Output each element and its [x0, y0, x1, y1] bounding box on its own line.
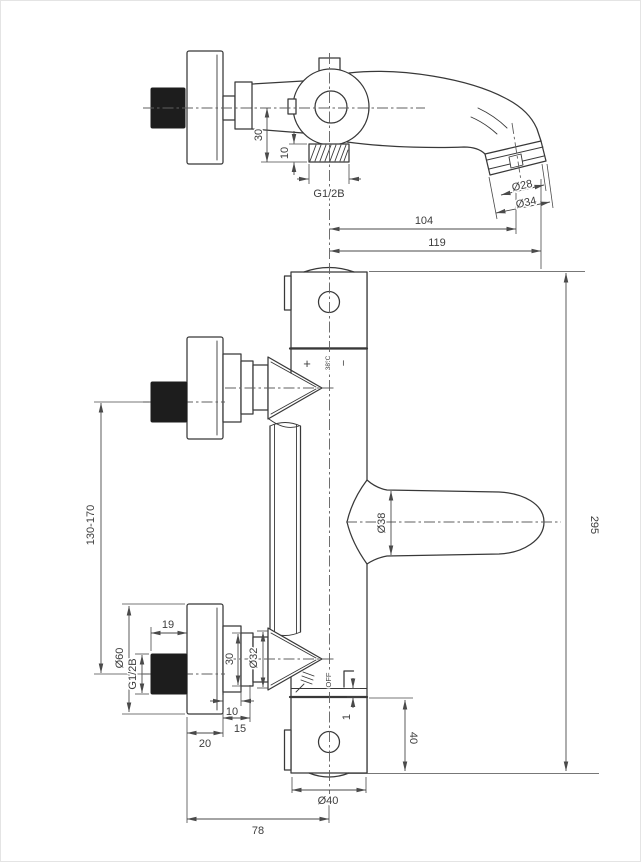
upper-union: [186, 336, 323, 440]
inlet-thread-lower: [150, 653, 188, 695]
inlet-thread-upper: [150, 381, 188, 423]
dimension-lines: [98, 107, 569, 822]
dim-label-130-170: 130-170: [85, 505, 97, 545]
aerator-nub: [508, 153, 524, 169]
shower-outlet-port: [317, 730, 341, 754]
handle-markings: + 38°C − OFF: [295, 354, 355, 693]
valve-body-top: [251, 57, 370, 146]
spout-top: [346, 70, 547, 176]
dim-label-295: 295: [588, 516, 600, 534]
neck-top-edge: [251, 80, 304, 85]
dim-label-10-lower: 10: [226, 706, 238, 718]
cap-dome: [303, 266, 355, 273]
top-cap-block: [283, 266, 369, 350]
riser-pipe: [269, 422, 302, 636]
dim-label-30-lower: 30: [224, 653, 236, 665]
wall-flange-top: [186, 50, 224, 165]
top-view: [150, 50, 547, 176]
outlet-thread-top: [308, 143, 350, 163]
cartridge-inner: [314, 90, 348, 124]
dim-label-g12b-lower: G1/2B: [127, 658, 139, 689]
neck-bottom-edge: [251, 128, 304, 134]
shower-icon: [295, 671, 315, 693]
bottom-outlet: [308, 772, 350, 778]
dim-label-30-top: 30: [253, 129, 265, 141]
wall-flange-upper: [186, 336, 224, 440]
dim-label-d40: Ø40: [318, 795, 339, 807]
top-screw-port: [317, 290, 341, 314]
centerlines: [143, 53, 561, 794]
dim-label-1: 1: [341, 714, 353, 720]
dim-label-d34: Ø34: [515, 195, 538, 211]
bottom-tab: [283, 729, 292, 771]
dim-label-20: 20: [199, 738, 211, 750]
dim-label-15: 15: [234, 723, 246, 735]
dim-label-g12b-top: G1/2B: [313, 188, 344, 200]
bottom-block: [283, 695, 369, 778]
housing-notch: [287, 98, 297, 115]
dim-label-d32: Ø32: [248, 648, 260, 669]
minus-marking: −: [338, 360, 350, 366]
spout-icon: [343, 670, 355, 688]
wall-flange-lower: [186, 603, 224, 715]
dim-label-d60: Ø60: [114, 648, 126, 669]
dim-label-119: 119: [428, 237, 446, 249]
dim-label-d38: Ø38: [376, 513, 388, 534]
dim-label-d28: Ø28: [511, 178, 534, 194]
temp-38c-marking: 38°C: [324, 355, 332, 370]
cap-tab: [283, 275, 292, 311]
dim-label-19: 19: [162, 619, 174, 631]
dimension-labels: 30 10 G1/2B Ø28 Ø34 104 119 295 130-170 …: [84, 127, 602, 838]
dim-label-40: 40: [407, 732, 419, 744]
union-adapter-top: [222, 81, 253, 130]
dim-label-78: 78: [252, 825, 264, 837]
plus-marking: +: [303, 356, 311, 371]
dim-label-104: 104: [415, 215, 433, 227]
off-marking: OFF: [324, 672, 333, 687]
dim-label-10-top: 10: [279, 147, 291, 159]
